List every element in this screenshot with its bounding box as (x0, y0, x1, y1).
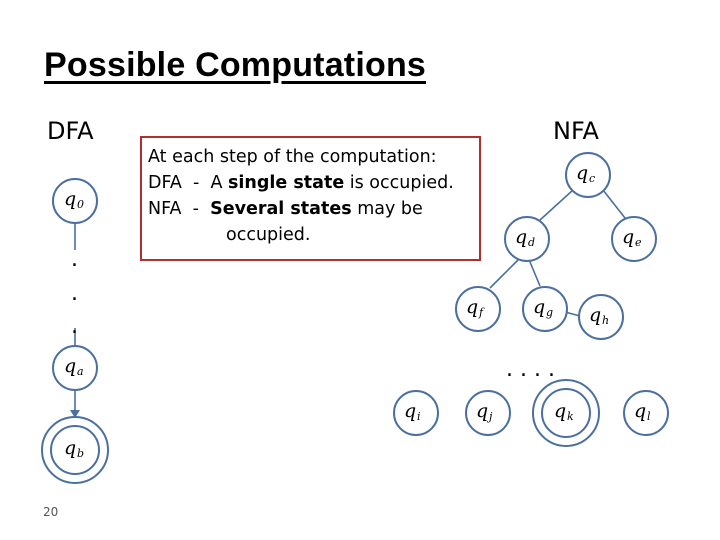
state-symbol: q (476, 400, 488, 422)
state-symbol: q (622, 226, 634, 248)
state-subscript: i (417, 410, 421, 423)
nfa-state-qd: q d (504, 216, 550, 262)
nfa-suffix: may be (351, 199, 423, 219)
state-subscript: l (647, 410, 651, 423)
dfa-ellipsis-dot: . (71, 281, 78, 306)
nfa-ellipsis: . . . . (506, 357, 555, 382)
state-subscript: k (567, 410, 574, 423)
dfa-label: DFA (47, 117, 94, 145)
nfa-edge-qd-qg (529, 261, 541, 287)
nfa-label: NFA (553, 117, 599, 145)
state-subscript: h (602, 314, 609, 327)
state-symbol: q (533, 296, 545, 318)
nfa-state-qc: q c (565, 152, 611, 198)
dfa-chain: q 0 . . . q a q b (41, 178, 109, 484)
nfa-state-qi: q i (393, 390, 439, 436)
nfa-state-qf: q f (455, 286, 501, 332)
nfa-state-qg: q g (522, 286, 568, 332)
nfa-prefix: NFA - (148, 199, 211, 219)
dfa-state-q0: q 0 (52, 178, 98, 224)
explanation-line-3: NFA - Several states may be (148, 196, 473, 222)
state-subscript: g (546, 306, 553, 319)
state-symbol: q (64, 188, 76, 210)
dfa-prefix: DFA - A (148, 173, 229, 193)
state-subscript: f (478, 306, 485, 319)
state-symbol: q (404, 400, 416, 422)
state-subscript: 0 (77, 198, 84, 211)
explanation-line-1: At each step of the computation: (148, 147, 437, 167)
state-subscript: a (77, 365, 84, 378)
nfa-tree: q c q d q e q f q g q h . . . . (393, 152, 669, 447)
nfa-state-qk-accepting: q k (532, 379, 600, 447)
explanation-line-2: DFA - A single state is occupied. (148, 170, 473, 196)
explanation-line-4: occupied. (226, 225, 311, 245)
nfa-state-qh: q h (578, 294, 624, 340)
dfa-suffix: is occupied. (344, 173, 454, 193)
state-symbol: q (554, 400, 566, 422)
dfa-arrowhead (70, 410, 80, 418)
nfa-edge-qc-qd (539, 189, 574, 221)
state-subscript: b (77, 447, 84, 460)
nfa-edge-qc-qe (602, 189, 626, 219)
nfa-edge-qd-qf (489, 259, 519, 289)
state-subscript: c (589, 172, 595, 185)
state-subscript: e (635, 236, 642, 249)
nfa-state-ql: q l (623, 390, 669, 436)
state-subscript: d (528, 236, 535, 249)
state-symbol: q (576, 162, 588, 184)
dfa-state-qb-accepting: q b (41, 416, 109, 484)
state-subscript: j (486, 410, 493, 423)
slide-title: Possible Computations (44, 46, 427, 84)
nfa-state-qe: q e (611, 216, 657, 262)
state-symbol: q (634, 400, 646, 422)
state-symbol: q (64, 355, 76, 377)
state-symbol: q (466, 296, 478, 318)
dfa-ellipsis-dot: . (71, 247, 78, 272)
page-number: 20 (43, 505, 59, 519)
explanation-box: At each step of the computation: DFA - A… (140, 136, 481, 261)
state-symbol: q (64, 437, 76, 459)
state-symbol: q (589, 304, 601, 326)
state-symbol: q (515, 226, 527, 248)
nfa-state-qj: q j (465, 390, 511, 436)
dfa-state-qa: q a (52, 345, 98, 391)
several-states-emphasis: Several states (210, 199, 352, 219)
single-state-emphasis: single state (228, 173, 345, 193)
dfa-ellipsis-dot: . (71, 314, 78, 339)
